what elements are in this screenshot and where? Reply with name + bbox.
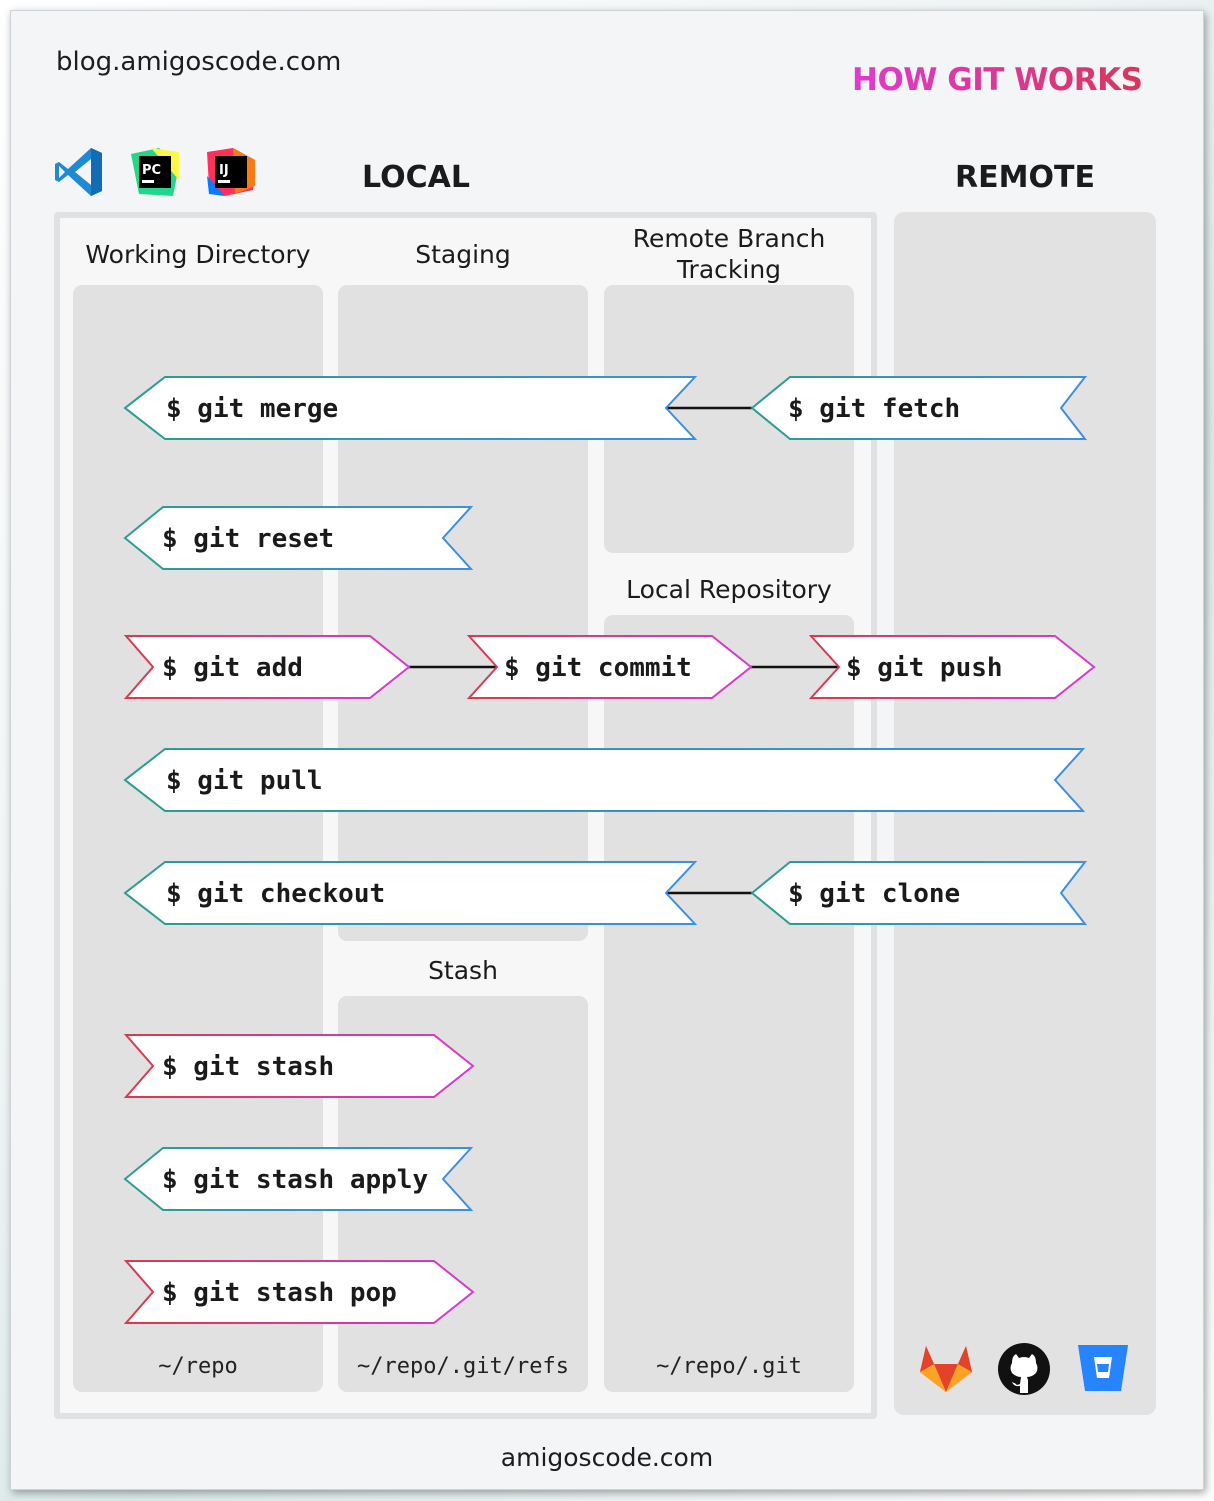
git-commit-command[interactable]: $ git commit bbox=[466, 635, 753, 699]
footer-url: amigoscode.com bbox=[500, 1443, 714, 1472]
local-repository-label: Local Repository bbox=[626, 575, 832, 604]
intellij-icon: IJ bbox=[207, 148, 255, 196]
github-icon bbox=[998, 1343, 1050, 1395]
git-reset-command[interactable]: $ git reset bbox=[123, 506, 474, 570]
git-path-label: ~/repo/.git bbox=[656, 1354, 802, 1379]
git-clone-command[interactable]: $ git clone bbox=[750, 861, 1088, 925]
git-merge-label: $ git merge bbox=[166, 394, 338, 424]
git-stash-command[interactable]: $ git stash bbox=[123, 1034, 475, 1098]
remote-heading: REMOTE bbox=[955, 160, 1095, 195]
local-heading: LOCAL bbox=[362, 160, 470, 195]
remote-branch-tracking-label-line2: Tracking bbox=[676, 255, 782, 284]
refs-path-label: ~/repo/.git/refs bbox=[357, 1354, 569, 1379]
bitbucket-icon bbox=[1078, 1345, 1128, 1391]
repo-path-label: ~/repo bbox=[158, 1354, 238, 1379]
git-push-label: $ git push bbox=[846, 653, 1003, 683]
git-add-label: $ git add bbox=[162, 653, 303, 683]
git-commit-label: $ git commit bbox=[504, 653, 692, 683]
git-checkout-label: $ git checkout bbox=[166, 879, 385, 909]
diagram-title: HOW GIT WORKS bbox=[852, 62, 1143, 98]
git-stash-label: $ git stash bbox=[162, 1052, 334, 1082]
git-fetch-command[interactable]: $ git fetch bbox=[750, 376, 1088, 440]
git-merge-command[interactable]: $ git merge bbox=[123, 376, 698, 440]
git-stash-pop-command[interactable]: $ git stash pop bbox=[123, 1260, 475, 1324]
git-stash-pop-label: $ git stash pop bbox=[162, 1278, 397, 1308]
git-add-command[interactable]: $ git add bbox=[123, 635, 411, 699]
git-clone-label: $ git clone bbox=[788, 879, 960, 909]
git-fetch-label: $ git fetch bbox=[788, 394, 960, 424]
git-pull-command[interactable]: $ git pull bbox=[123, 748, 1086, 812]
stash-label: Stash bbox=[428, 956, 498, 985]
remote-branch-tracking-label-line1: Remote Branch bbox=[632, 224, 826, 253]
pycharm-icon: PC bbox=[131, 148, 179, 196]
git-stash-apply-label: $ git stash apply bbox=[162, 1165, 428, 1195]
git-push-command[interactable]: $ git push bbox=[808, 635, 1096, 699]
vscode-icon bbox=[55, 148, 102, 196]
gitlab-icon bbox=[920, 1346, 972, 1392]
staging-label: Staging bbox=[415, 240, 511, 269]
working-directory-label: Working Directory bbox=[85, 240, 311, 269]
intellij-icon-text: IJ bbox=[219, 163, 229, 178]
pycharm-icon-text: PC bbox=[142, 163, 161, 178]
git-stash-apply-command[interactable]: $ git stash apply bbox=[123, 1147, 474, 1211]
local-repository-column bbox=[604, 615, 854, 1392]
git-pull-label: $ git pull bbox=[166, 766, 323, 796]
git-checkout-command[interactable]: $ git checkout bbox=[123, 861, 698, 925]
blog-url: blog.amigoscode.com bbox=[56, 47, 342, 77]
git-reset-label: $ git reset bbox=[162, 524, 334, 554]
